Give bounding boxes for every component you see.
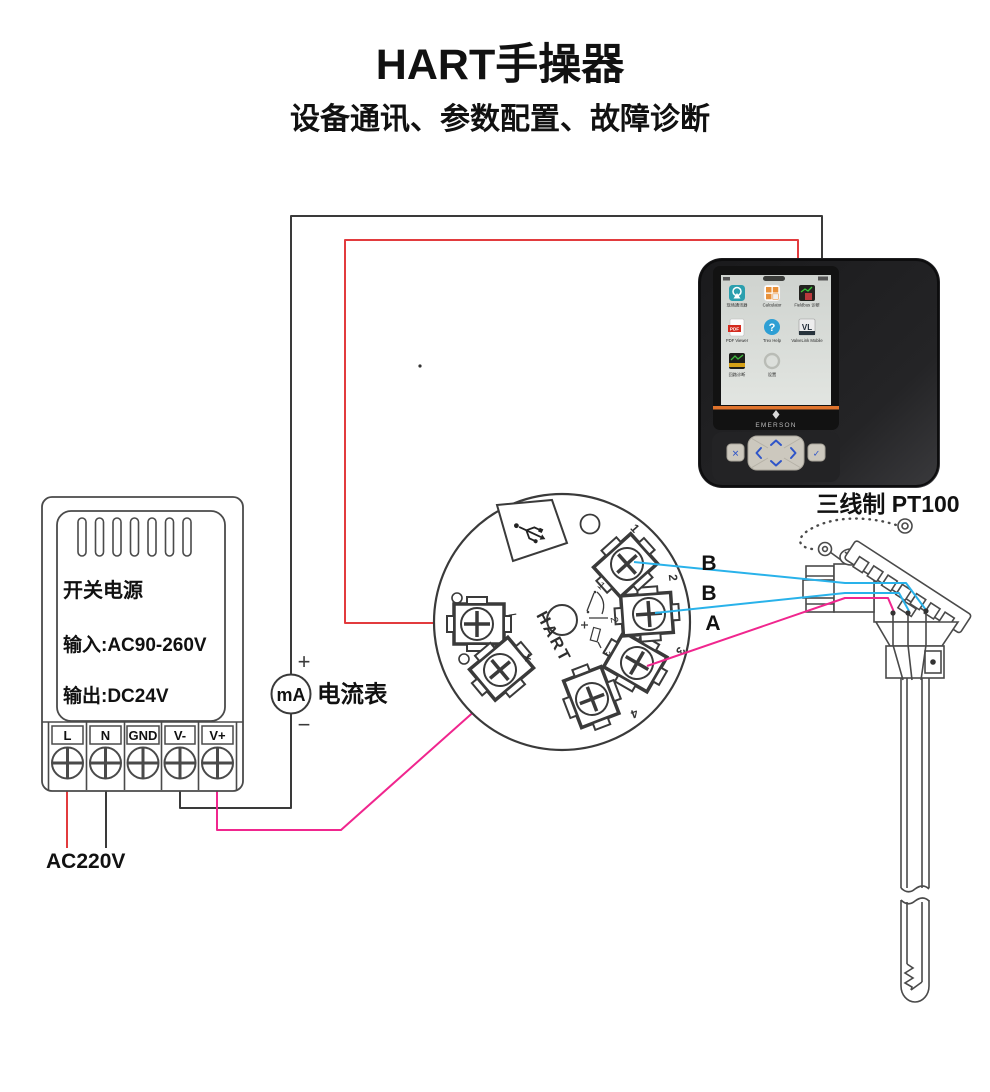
app-loop-diagnostics: 回路诊断 xyxy=(729,353,747,378)
terminal-label-n: N xyxy=(101,728,110,743)
svg-text:VL: VL xyxy=(802,323,812,332)
svg-text:设置: 设置 xyxy=(768,371,776,378)
svg-text:Fieldbus 诊断: Fieldbus 诊断 xyxy=(794,302,820,309)
screw-terminal xyxy=(50,746,85,780)
svg-text:回路诊断: 回路诊断 xyxy=(729,371,747,378)
accent-stripe xyxy=(713,406,839,410)
ammeter-plus: + xyxy=(298,649,311,674)
loop-wiring xyxy=(66,215,823,848)
terminal-number-2: 2 xyxy=(666,574,681,582)
sensor-title: 三线制 PT100 xyxy=(816,491,959,517)
dpad-right-icon xyxy=(790,447,797,459)
dpad-up-icon xyxy=(770,439,782,446)
screw-terminal xyxy=(200,746,235,780)
app-valvelink-mobile: VL ValveLink Mobile xyxy=(791,318,823,343)
ammeter-minus: − xyxy=(298,712,311,737)
confirm-button-glyph: ✓ xyxy=(813,449,821,459)
wire-blue-b2 xyxy=(654,592,910,614)
cancel-button-glyph: ✕ xyxy=(732,449,740,459)
usb-port xyxy=(495,498,569,563)
app-field-communicator: 现场通讯器 xyxy=(727,285,749,309)
psu-output: 输出:DC24V xyxy=(63,684,169,707)
mains-label: AC220V xyxy=(46,850,125,873)
wire-pink-a xyxy=(646,597,895,667)
wire-red-loop xyxy=(344,239,799,624)
page-title: HART手操器 xyxy=(376,41,625,89)
terminal-label-vminus: V- xyxy=(174,728,186,743)
wire-label-b2: B xyxy=(701,582,716,605)
screw-terminal xyxy=(88,746,123,780)
dpad-left-icon xyxy=(755,447,762,459)
app-pdf-viewer: PDF PDF Viewer xyxy=(726,318,749,343)
screw-terminal xyxy=(163,746,197,780)
wire-blue-b1 xyxy=(633,561,927,611)
wire-label-b1: B xyxy=(701,552,716,575)
terminal-label-gnd: GND xyxy=(129,728,158,743)
confirm-button xyxy=(807,443,826,462)
ammeter-unit: mA xyxy=(276,685,305,705)
page-subtitle: 设备通讯、参数配置、故障诊断 xyxy=(290,102,710,136)
usb-icon xyxy=(514,523,546,544)
svg-text:ValveLink Mobile: ValveLink Mobile xyxy=(791,338,823,343)
app-calculator: Calculator xyxy=(763,284,782,308)
vent-slots xyxy=(77,517,192,557)
psu-title: 开关电源 xyxy=(63,578,143,602)
hart-communicator: 现场通讯器 Calculator Fieldbus 诊断 PDF PDF Vie… xyxy=(698,258,940,488)
wire-label-a: A xyxy=(705,612,720,635)
brand-label: EMERSON xyxy=(755,422,796,429)
svg-text:PDF Viewer: PDF Viewer xyxy=(726,338,749,343)
sensor-wiring: B B A xyxy=(633,552,929,667)
terminal-label-l: L xyxy=(64,728,72,743)
svg-text:Trex Help: Trex Help xyxy=(763,338,782,343)
terminal-strip xyxy=(42,721,243,790)
svg-text:?: ? xyxy=(769,322,776,334)
keypad: ✕ ✓ xyxy=(712,432,840,482)
app-settings: 设置 xyxy=(763,352,781,378)
sketch-number-3: 3 xyxy=(599,647,612,658)
emerson-diamond-icon xyxy=(772,410,780,419)
app-trex-help: ? Trex Help xyxy=(763,319,782,343)
psu-input: 输入:AC90-260V xyxy=(63,633,207,656)
wire-pink-loop xyxy=(216,683,506,831)
cancel-button xyxy=(726,443,745,462)
svg-text:Calculator: Calculator xyxy=(763,303,782,308)
ammeter: mA + − 电流表 xyxy=(270,649,388,737)
screw-terminal xyxy=(126,746,160,780)
dpad-down-icon xyxy=(770,460,782,467)
svg-text:PDF: PDF xyxy=(730,327,739,332)
stray-dot xyxy=(418,364,422,368)
power-supply: 开关电源 输入:AC90-260V 输出:DC24V L N GND V- V+ xyxy=(41,496,244,873)
app-fieldbus-diagnostics: Fieldbus 诊断 xyxy=(794,285,820,309)
temperature-transmitter: 1 2 3 4 HART − + 1 2 3 xyxy=(432,492,692,752)
terminal-label-vplus: V+ xyxy=(209,728,226,743)
svg-text:现场通讯器: 现场通讯器 xyxy=(727,302,749,309)
page-header: HART手操器 设备通讯、参数配置、故障诊断 xyxy=(290,41,710,368)
wire-dark-loop xyxy=(179,215,823,809)
sketch-number-2: 2 xyxy=(608,616,621,624)
pt100-sensor: 三线制 PT100 xyxy=(799,491,972,1003)
sensor-head-body xyxy=(799,517,972,1003)
ammeter-label: 电流表 xyxy=(317,681,388,707)
terminal-number-4: 4 xyxy=(629,706,641,722)
polarity-minus: − xyxy=(506,606,518,624)
